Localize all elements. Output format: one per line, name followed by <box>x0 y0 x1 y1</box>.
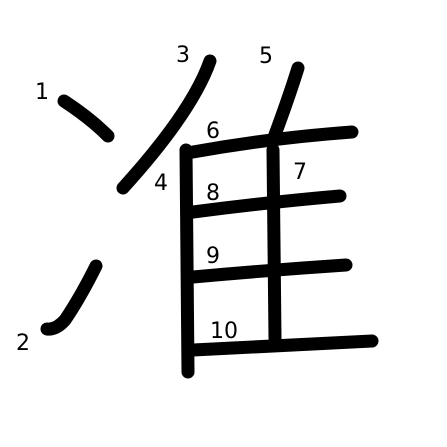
stroke-number-8: 8 <box>206 181 220 206</box>
stroke-9 <box>186 258 353 284</box>
stroke-number-1: 1 <box>35 80 49 105</box>
stroke-number-3: 3 <box>176 43 190 68</box>
stroke-1 <box>57 94 115 143</box>
stroke-number-6: 6 <box>206 119 220 144</box>
stroke-number-5: 5 <box>259 44 273 69</box>
stroke-2 <box>40 259 103 336</box>
stroke-number-10: 10 <box>210 319 238 344</box>
stroke-10 <box>186 334 379 357</box>
stroke-5 <box>266 61 305 147</box>
stroke-7 <box>266 143 282 345</box>
stroke-number-2: 2 <box>16 331 30 356</box>
stroke-8 <box>186 189 347 219</box>
stroke-number-4: 4 <box>154 171 168 196</box>
stroke-4 <box>179 143 195 379</box>
stroke-3 <box>116 54 217 195</box>
stroke-number-7: 7 <box>293 160 307 185</box>
stroke-number-9: 9 <box>206 244 220 269</box>
stroke-6 <box>186 125 359 159</box>
